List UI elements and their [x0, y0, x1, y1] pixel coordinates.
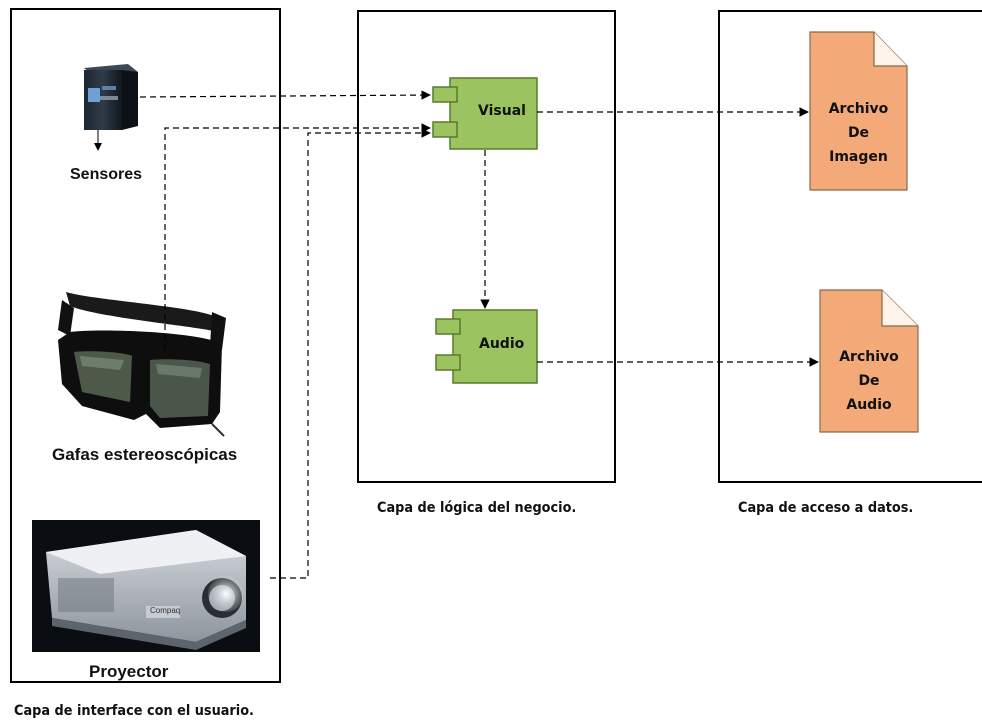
- image-file-line3: Imagen: [829, 149, 888, 165]
- audio-label: Audio: [479, 336, 525, 352]
- visual-component[interactable]: [432, 77, 538, 150]
- projector-brand-label: Compaq: [150, 606, 181, 615]
- ui-layer-caption: Capa de interface con el usuario.: [14, 703, 254, 719]
- image-file-document[interactable]: [809, 31, 908, 191]
- visual-label: Visual: [478, 103, 526, 119]
- data-layer-caption: Capa de acceso a datos.: [738, 500, 914, 516]
- audio-file-document[interactable]: [819, 289, 919, 433]
- audio-component[interactable]: [435, 309, 538, 384]
- audio-file-line1: Archivo: [839, 349, 899, 365]
- sensors-to-visual-connector: [139, 90, 431, 100]
- image-file-label: Archivo De Imagen: [810, 97, 907, 169]
- glasses-to-visual-connector: [164, 123, 431, 350]
- glasses-label: Gafas estereoscópicas: [52, 445, 238, 464]
- projector-to-visual-connector: [270, 128, 431, 579]
- sensors-label: Sensores: [70, 166, 143, 183]
- image-file-line2: De: [847, 125, 870, 141]
- logic-layer-caption: Capa de lógica del negocio.: [377, 500, 577, 516]
- audio-file-label: Archivo De Audio: [820, 345, 918, 417]
- projector-label: Proyector: [89, 662, 169, 681]
- server-tower-icon: [84, 64, 138, 151]
- image-file-line1: Archivo: [828, 101, 889, 117]
- audio-file-line2: De: [858, 373, 880, 389]
- projector-icon: [32, 520, 260, 652]
- audio-file-line3: Audio: [846, 397, 892, 413]
- connectors: [139, 90, 819, 579]
- stereo-glasses-icon: [58, 292, 226, 437]
